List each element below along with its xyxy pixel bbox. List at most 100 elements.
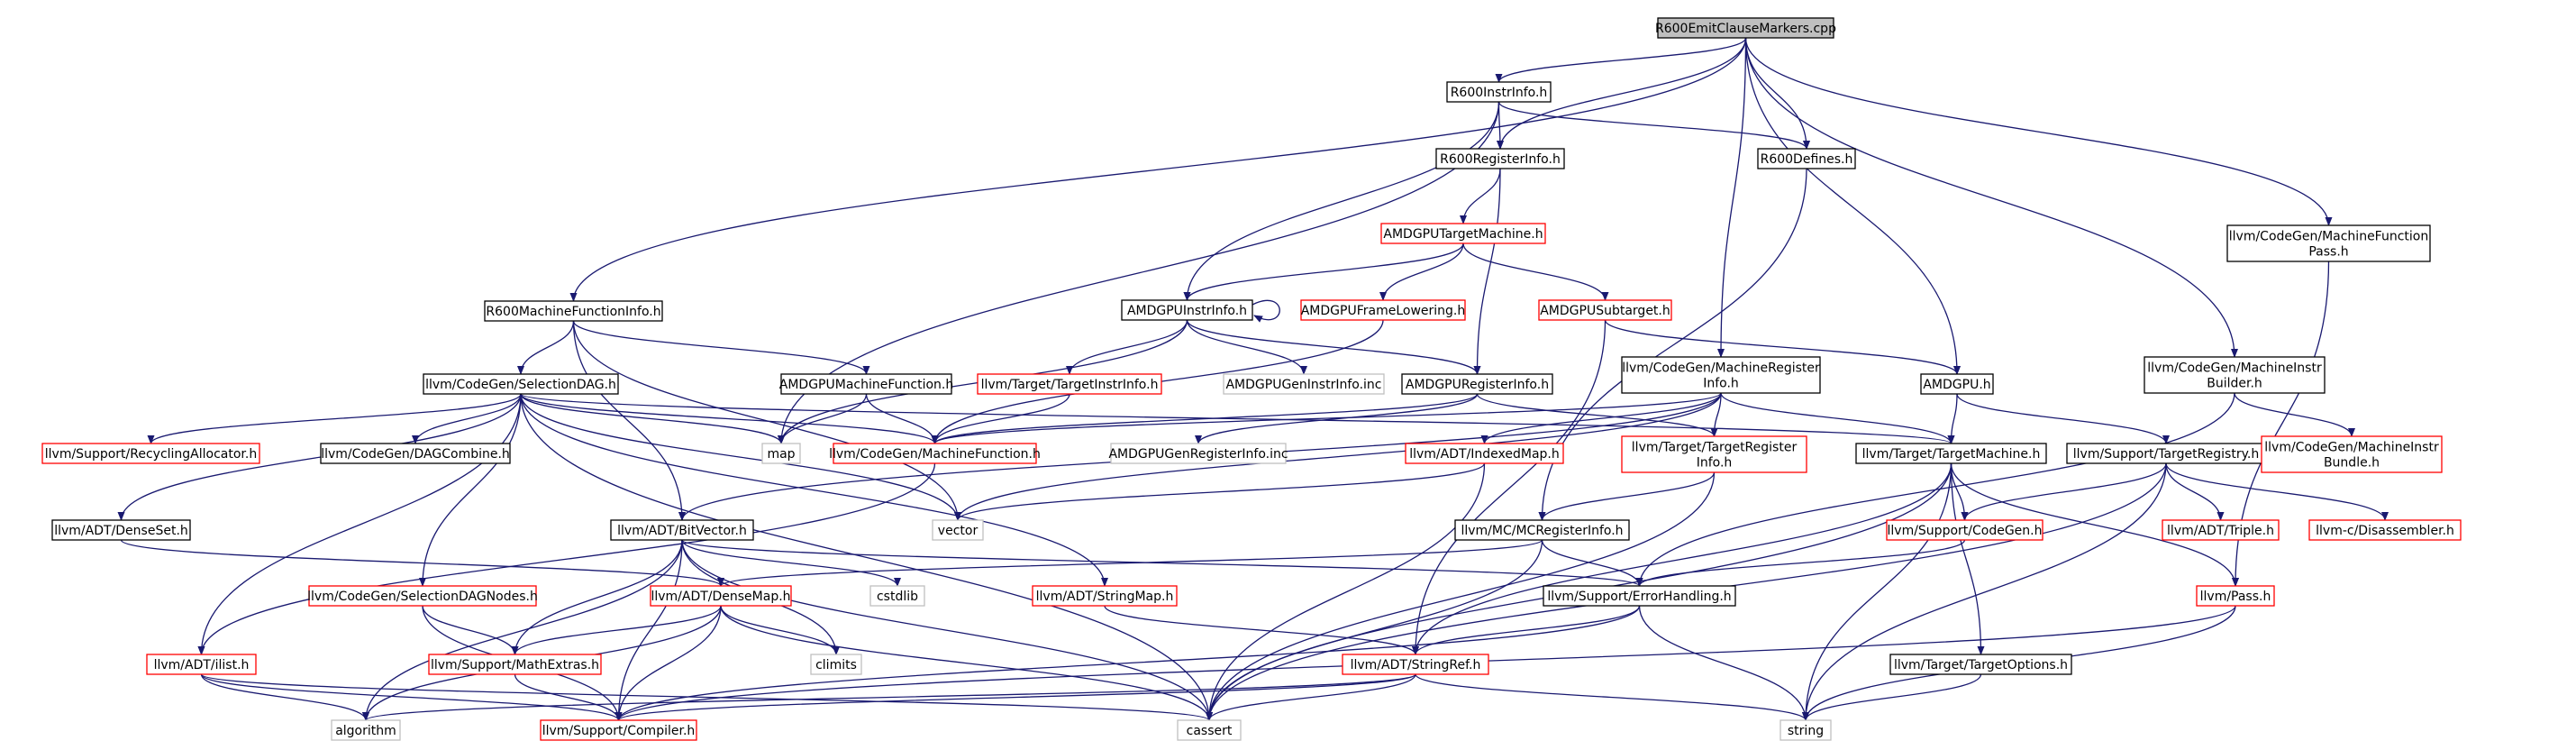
node-errorhandling[interactable]: llvm/Support/ErrorHandling.h (1543, 585, 1736, 607)
node-r600instrinfo[interactable]: R600InstrInfo.h (1446, 81, 1552, 103)
node-amdgpufl[interactable]: AMDGPUFrameLowering.h (1300, 299, 1466, 321)
edge-machinefunction-to-ilist (197, 462, 936, 655)
edge-targetinstrinfo-to-machinefunction (931, 393, 1070, 444)
node-pass[interactable]: llvm/Pass.h (2196, 585, 2275, 607)
node-box (428, 654, 602, 675)
node-box (1538, 299, 1672, 321)
node-vector[interactable]: vector (932, 519, 984, 541)
node-label: llvm/Support/MathExtras.h (431, 658, 599, 672)
node-stringref[interactable]: llvm/ADT/StringRef.h (1342, 654, 1489, 675)
node-mathextras[interactable]: llvm/Support/MathExtras.h (428, 654, 602, 675)
node-amdgpumf[interactable]: AMDGPUMachineFunction.h (779, 373, 953, 395)
node-targetmachine[interactable]: llvm/Target/TargetMachine.h (1855, 443, 2047, 464)
node-label: llvm/ADT/IndexedMap.h (1409, 447, 1560, 462)
node-ilist[interactable]: llvm/ADT/ilist.h (146, 654, 257, 675)
edge-errorhandling-to-string (1638, 605, 1809, 721)
edge-amdgpuinstrinfo-to-geninstrinfo (1186, 319, 1307, 375)
node-amdgpusub[interactable]: AMDGPUSubtarget.h (1538, 299, 1672, 321)
node-label: Info.h (1697, 456, 1733, 471)
node-amdgpuinstrinfo[interactable]: AMDGPUInstrInfo.h (1121, 299, 1253, 321)
node-geninstrinfo[interactable]: AMDGPUGenInstrInfo.inc (1223, 373, 1385, 395)
edge-targetmachine-to-stringref (1412, 462, 1952, 655)
node-recyclingalloc[interactable]: llvm/Support/RecyclingAllocator.h (41, 443, 260, 464)
edge-amdgpu_tm-to-amdgpusub (1462, 242, 1609, 301)
node-bitvector[interactable]: llvm/ADT/BitVector.h (610, 519, 754, 541)
edge-densemap-to-compiler (614, 605, 722, 721)
node-box (610, 519, 754, 541)
node-box (1223, 373, 1385, 395)
node-climits[interactable]: climits (810, 654, 862, 675)
node-box (540, 719, 697, 741)
node-targetinstrinfo[interactable]: llvm/Target/TargetInstrInfo.h (977, 373, 1162, 395)
node-label: llvm/Target/TargetRegister (1632, 441, 1798, 455)
node-cassert[interactable]: cassert (1177, 719, 1242, 741)
node-box (1401, 373, 1553, 395)
edge-stringref-to-cassert (1206, 673, 1416, 721)
edge-targetregistry-to-string (1802, 462, 2167, 721)
edge-sdnodes-to-mathextras (422, 605, 519, 655)
node-amdgpureginfo[interactable]: AMDGPURegisterInfo.h (1401, 373, 1553, 395)
edge-amdgpusub-to-amdgpuh (1604, 319, 1961, 375)
node-box (1855, 443, 2047, 464)
node-algorithm[interactable]: algorithm (331, 719, 401, 741)
node-label: Pass.h (2308, 245, 2348, 260)
node-box (1757, 148, 1856, 169)
node-r600reginfo[interactable]: R600RegisterInfo.h (1435, 148, 1565, 169)
node-map[interactable]: map (761, 443, 801, 464)
edge-amdgpu_tm-to-amdgpufl (1379, 242, 1464, 301)
edge-ilist-to-algorithm (200, 673, 369, 721)
node-r600mfi[interactable]: R600MachineFunctionInfo.h (484, 300, 663, 322)
node-label: R600InstrInfo.h (1451, 86, 1548, 100)
node-targetoptions[interactable]: llvm/Target/TargetOptions.h (1889, 654, 2072, 675)
node-selectiondag[interactable]: llvm/CodeGen/SelectionDAG.h (423, 373, 619, 395)
node-amdgpuh[interactable]: AMDGPU.h (1920, 373, 1994, 395)
node-densemap[interactable]: llvm/ADT/DenseMap.h (650, 585, 792, 607)
edge-denseset-to-densemap (120, 539, 724, 587)
edge-root-to-machinstrbuilder (1744, 37, 2238, 358)
node-label: AMDGPUMachineFunction.h (779, 378, 953, 392)
node-root[interactable]: R600EmitClauseMarkers.cpp (1655, 17, 1836, 39)
edge-selectiondag-to-ilist (197, 393, 522, 655)
edge-targetregistry-to-triple (2165, 462, 2225, 521)
node-mcreginfo[interactable]: llvm/MC/MCRegisterInfo.h (1454, 519, 1630, 541)
edge-r600mfi-to-amdgpumf (572, 320, 870, 375)
node-supportcodegen[interactable]: llvm/Support/CodeGen.h (1886, 519, 2044, 541)
node-label: vector (938, 524, 979, 538)
node-triple[interactable]: llvm/ADT/Triple.h (2162, 519, 2280, 541)
node-box (1110, 443, 1287, 464)
edge-r600mfi-to-bitvector (572, 320, 686, 521)
node-genreginfo[interactable]: AMDGPUGenRegisterInfo.inc (1108, 443, 1288, 464)
edge-selectiondag-to-machinefunction (520, 393, 939, 444)
node-label: llvm/ADT/ilist.h (154, 658, 250, 672)
node-label: llvm/CodeGen/MachineFunction.h (829, 447, 1041, 462)
node-r600defines[interactable]: R600Defines.h (1757, 148, 1856, 169)
node-label: AMDGPUSubtarget.h (1540, 304, 1670, 318)
node-compiler[interactable]: llvm/Support/Compiler.h (540, 719, 697, 741)
edge-densemap-to-cassert (720, 605, 1213, 721)
node-label: AMDGPUGenRegisterInfo.inc (1108, 447, 1288, 462)
node-cstdlib[interactable]: cstdlib (869, 585, 925, 607)
node-machinefunction[interactable]: llvm/CodeGen/MachineFunction.h (829, 443, 1041, 464)
node-stringmap[interactable]: llvm/ADT/StringMap.h (1032, 585, 1178, 607)
node-disassembler[interactable]: llvm-c/Disassembler.h (2308, 519, 2462, 541)
edge-root-to-r600mfi (569, 37, 1747, 302)
node-dagcombine[interactable]: llvm/CodeGen/DAGCombine.h (320, 443, 511, 464)
edge-supportcodegen-to-errorhandling (1635, 539, 1966, 587)
edge-densemap-to-climits (720, 605, 840, 655)
node-box (932, 519, 984, 541)
node-label: AMDGPU.h (1923, 378, 1990, 392)
node-sdnodes[interactable]: llvm/CodeGen/SelectionDAGNodes.h (307, 585, 538, 607)
node-string[interactable]: string (1780, 719, 1832, 741)
node-indexedmap[interactable]: llvm/ADT/IndexedMap.h (1405, 443, 1564, 464)
node-label: cstdlib (877, 590, 918, 604)
node-targetregistry[interactable]: llvm/Support/TargetRegistry.h (2066, 443, 2266, 464)
node-label: llvm/MC/MCRegisterInfo.h (1461, 524, 1623, 538)
edge-bitvector-to-errorhandling (681, 539, 1643, 587)
node-denseset[interactable]: llvm/ADT/DenseSet.h (51, 519, 191, 541)
node-amdgpu_tm[interactable]: AMDGPUTargetMachine.h (1380, 223, 1546, 244)
